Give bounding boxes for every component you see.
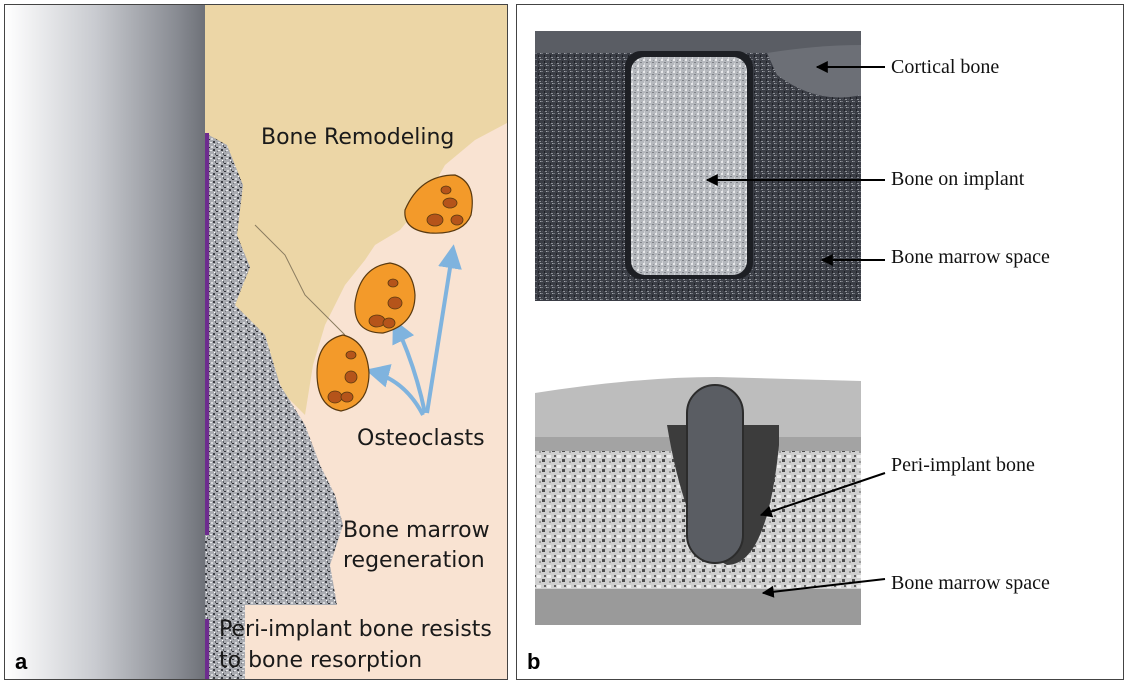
panel-a-illustration: Bone Remodeling Osteoclasts Bone marrow … [5,5,507,679]
label-osteoclasts: Osteoclasts [357,426,485,451]
label-bone-on-implant: Bone on implant [891,168,1025,190]
remodel-line [254,224,346,336]
segmented-model [535,377,861,625]
panel-a: Bone Remodeling Osteoclasts Bone marrow … [4,4,508,680]
arrow-peri-implant [759,472,886,518]
label-resist-line1: Peri-implant bone resists [219,617,492,642]
peri-implant-bone-lower [205,605,245,679]
bone-region [205,5,507,415]
implant-model [686,384,744,564]
osteoclast-middle [354,262,416,334]
label-resist-line2: to bone resorption [219,648,422,673]
arrow-marrow-bottom [761,578,886,598]
panel-b-letter: b [527,649,540,674]
panel-b-figure: Cortical bone Bone on implant Bone marro… [527,31,1050,674]
label-peri-implant-bone: Peri-implant bone [891,454,1035,476]
label-cortical-bone: Cortical bone [891,56,999,78]
osteoclast-bottom [316,334,370,412]
label-marrow-line1: Bone marrow [343,518,490,543]
arrow-osteoclast-bottom [365,364,425,416]
label-marrow-space-top: Bone marrow space [891,246,1050,268]
bone-on-implant-region [631,57,747,275]
label-bone-remodeling: Bone Remodeling [261,125,454,150]
membrane-lower [205,619,209,679]
arrow-osteoclast-mid [392,318,427,414]
label-marrow-line2: regeneration [343,548,485,573]
implant-body [5,5,205,679]
panel-a-letter: a [15,649,28,674]
label-marrow-space-bottom: Bone marrow space [891,572,1050,594]
micro-ct-image [535,31,861,301]
osteoclast-top [404,174,473,234]
peri-implant-bone-texture [205,133,343,605]
membrane-upper [205,133,209,535]
panel-b: Cortical bone Bone on implant Bone marro… [516,4,1124,680]
arrow-osteoclast-top [425,244,462,414]
